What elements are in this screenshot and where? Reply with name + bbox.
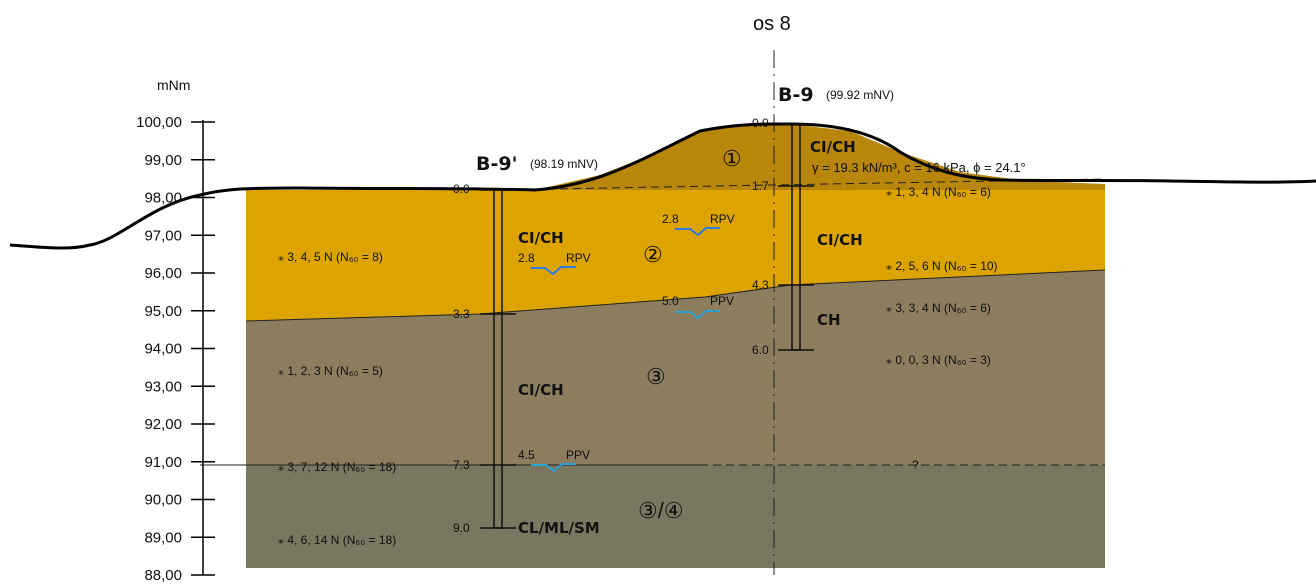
water-level-3: 5.0 PPV [662, 294, 734, 320]
spt-right-2: ⁎ 2, 5, 6 N (N₆₀ = 10) [886, 259, 998, 273]
y-tick-label: 91,00 [144, 454, 182, 471]
svg-text:5.0: 5.0 [662, 294, 679, 308]
borehole-b9-prime [480, 189, 516, 529]
layer-3-fill [246, 270, 1105, 465]
borehole-b9-prime-name: B-9' [476, 153, 517, 175]
layer-1-mark: ① [722, 146, 742, 171]
axis-os-8-label: os 8 [753, 13, 791, 35]
water-level-2: 2.8 RPV [662, 212, 735, 237]
spt-right-3: ⁎ 3, 3, 4 N (N₆₀ = 6) [886, 301, 991, 315]
layer-1-fill [535, 124, 1105, 190]
spt-left-2: ⁎ 1, 2, 3 N (N₆₀ = 5) [278, 364, 383, 378]
layer-3-mark: ③ [646, 364, 666, 389]
y-tick-label: 90,00 [144, 492, 182, 509]
y-tick-label: 89,00 [144, 529, 182, 546]
layer-2-soil-right: CI/CH [817, 231, 863, 249]
svg-text:PPV: PPV [710, 294, 734, 308]
b9-depth-2: 4.3 [752, 278, 769, 292]
water-level-1: 2.8 RPV [518, 251, 591, 276]
y-axis-unit: mNm [157, 77, 190, 93]
y-tick-label: 99,00 [144, 152, 182, 169]
layer-2-fill [246, 190, 1105, 321]
terrain-line [9, 122, 1316, 250]
y-axis-ticks: 100,00 99,00 98,00 97,00 96,00 95,00 94,00 93,0… [136, 114, 215, 584]
spt-left-1: ⁎ 3, 4, 5 N (N₆₀ = 8) [278, 250, 383, 264]
y-tick-label: 96,00 [144, 265, 182, 282]
y-tick-label: 94,00 [144, 341, 182, 358]
y-tick-label: 98,00 [144, 190, 182, 207]
y-tick-label: 100,00 [136, 114, 182, 131]
borehole-b9-prime-elev: (98.19 mNV) [530, 157, 598, 171]
spt-left-3: ⁎ 3, 7, 12 N (N₆₀ = 18) [278, 460, 396, 474]
water-level-4: 4.5 PPV [518, 448, 590, 473]
y-tick-label: 88,00 [144, 567, 182, 584]
layer-3-soil-right: CH [817, 311, 841, 329]
y-tick-label: 93,00 [144, 378, 182, 395]
borehole-b9 [778, 123, 814, 351]
layer-2-soil-left: CI/CH [518, 229, 564, 247]
layer-1-soil: CI/CH [810, 138, 856, 156]
layer-4-fill [246, 465, 1105, 568]
y-tick-label: 92,00 [144, 416, 182, 433]
b9-depth-0: 0.0 [752, 116, 769, 130]
y-tick-label: 95,00 [144, 303, 182, 320]
borehole-b9-name: B-9 [778, 84, 814, 106]
uncertain-boundary-mark: ? [912, 458, 919, 472]
b9p-depth-2: 7.3 [453, 458, 470, 472]
svg-text:4.5: 4.5 [518, 448, 535, 462]
svg-text:2.8: 2.8 [518, 251, 535, 265]
layer-34-mark: ③/④ [638, 498, 684, 523]
spt-left-4: ⁎ 4, 6, 14 N (N₆₀ = 18) [278, 533, 396, 547]
layer-2-mark: ② [643, 242, 663, 267]
b9p-depth-3: 9.0 [453, 521, 470, 535]
b9-depth-1: 1.7 [752, 179, 769, 193]
spt-right-1: ⁎ 1, 3, 4 N (N₆₀ = 6) [886, 185, 991, 199]
borehole-b9-elev: (99.92 mNV) [826, 88, 894, 102]
svg-text:RPV: RPV [566, 251, 591, 265]
boundary-2-3 [245, 269, 1106, 322]
b9p-depth-0: 0.0 [453, 182, 470, 196]
layer-3-soil-left: CI/CH [518, 381, 564, 399]
y-tick-label: 97,00 [144, 227, 182, 244]
b9-depth-3: 6.0 [752, 343, 769, 357]
layer-1-props: γ = 19.3 kN/m³, c = 16 kPa, ϕ = 24.1° [812, 160, 1026, 175]
svg-text:2.8: 2.8 [662, 212, 679, 226]
spt-right-4: ⁎ 0, 0, 3 N (N₆₀ = 3) [886, 353, 991, 367]
layer-34-soil: CL/ML/SM [518, 519, 600, 537]
svg-text:RPV: RPV [710, 212, 735, 226]
svg-text:PPV: PPV [566, 448, 590, 462]
b9p-depth-1: 3.3 [453, 307, 470, 321]
